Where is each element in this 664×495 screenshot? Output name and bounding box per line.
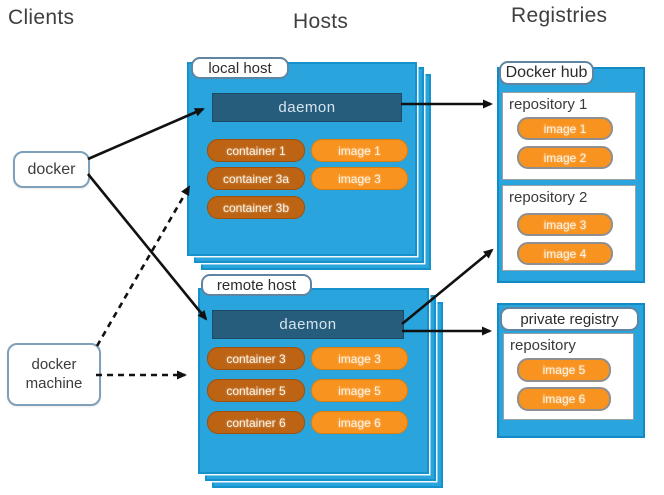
docker-client-label: docker <box>27 160 76 178</box>
repository-2-title: repository 2 <box>509 189 588 206</box>
remote-image-6: image 6 <box>311 411 408 434</box>
docker-hub-label-text: Docker hub <box>505 64 588 81</box>
local-host-daemon-bar: daemon <box>212 93 402 122</box>
arrow-docker-to-local-daemon <box>87 107 205 161</box>
local-host-label: local host <box>191 57 289 79</box>
remote-container-6: container 6 <box>207 411 305 434</box>
docker-client-box: docker <box>13 151 90 188</box>
remote-image-5: image 5 <box>311 379 408 402</box>
private-repository-title: repository <box>510 337 576 354</box>
remote-host-daemon-label: daemon <box>279 316 337 333</box>
local-image-1: image 1 <box>311 139 408 162</box>
private-image-5: image 5 <box>517 358 611 382</box>
clients-column-title: Clients <box>8 6 75 29</box>
remote-host-label-text: remote host <box>216 276 297 294</box>
registries-column-title: Registries <box>511 4 608 27</box>
local-image-3: image 3 <box>311 167 408 190</box>
remote-container-3: container 3 <box>207 347 305 370</box>
dashed-arrow-docker-machine-to-local-host <box>95 185 191 347</box>
docker-machine-client-label: docker machine <box>25 355 83 392</box>
private-registry-label-text: private registry <box>520 310 619 328</box>
hub-image-3: image 3 <box>517 213 613 236</box>
hub-image-4: image 4 <box>517 242 613 265</box>
remote-container-5: container 5 <box>207 379 305 402</box>
docker-machine-client-box: docker machine <box>7 343 101 406</box>
remote-image-3: image 3 <box>311 347 408 370</box>
hub-image-2: image 2 <box>517 146 613 169</box>
local-container-1: container 1 <box>207 139 305 162</box>
remote-host-label: remote host <box>201 274 312 296</box>
private-registry-label: private registry <box>500 307 639 331</box>
hub-image-1: image 1 <box>517 117 613 140</box>
remote-host-daemon-bar: daemon <box>212 310 404 339</box>
repository-1-title: repository 1 <box>509 96 588 113</box>
local-container-3a: container 3a <box>207 167 305 190</box>
local-container-3b: container 3b <box>207 196 305 219</box>
docker-hub-label: Docker hub <box>499 61 594 85</box>
private-image-6: image 6 <box>517 387 611 411</box>
hosts-column-title: Hosts <box>293 10 349 33</box>
local-host-label-text: local host <box>208 59 272 77</box>
local-host-daemon-label: daemon <box>278 99 336 116</box>
